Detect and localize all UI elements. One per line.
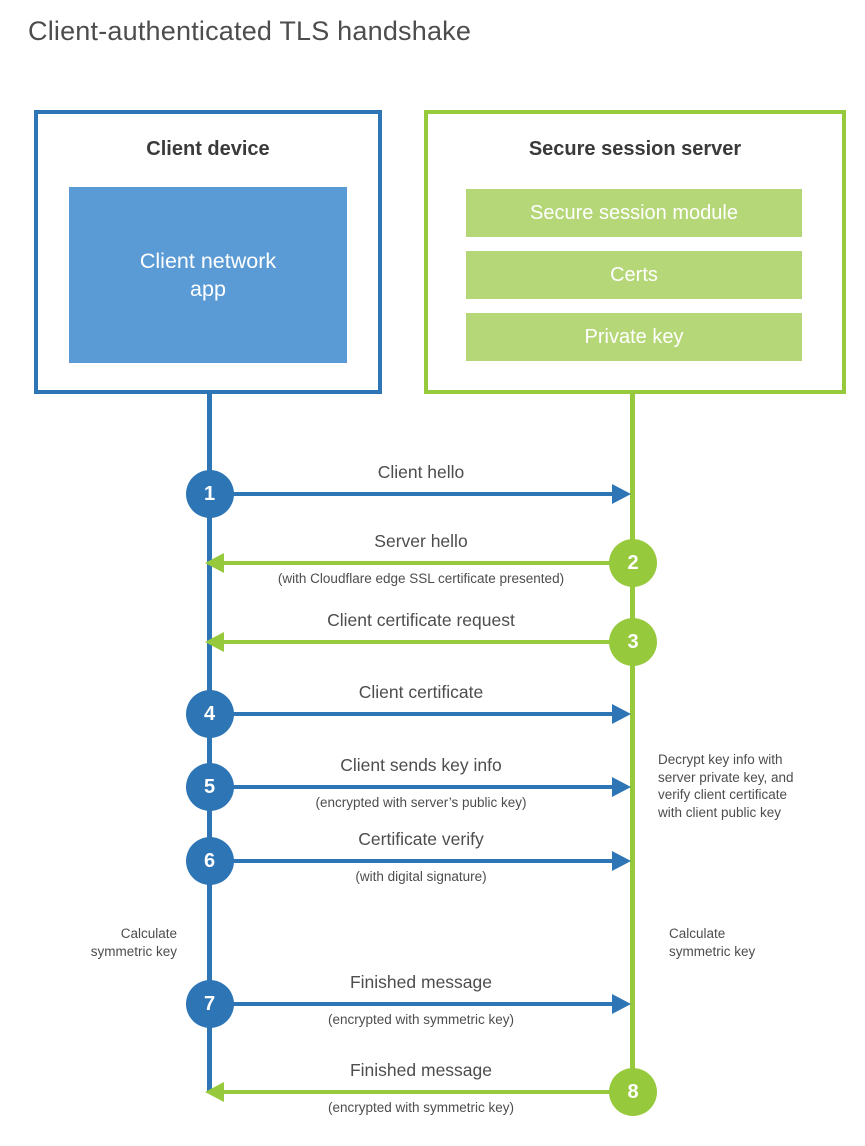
- message-label-4: Client certificate: [358, 682, 484, 702]
- message-label-1: Client hello: [377, 462, 465, 482]
- message-arrow-5: [209, 784, 612, 790]
- client-lifeline: [207, 392, 212, 1092]
- message-arrow-7: [209, 1001, 612, 1007]
- message-label-8: Finished message: [349, 1060, 493, 1080]
- server-lifeline: [630, 392, 635, 1094]
- message-arrowhead-2: [205, 553, 224, 573]
- message-arrowhead-5: [612, 777, 631, 797]
- server-module-bar: Secure session module: [466, 189, 802, 237]
- message-arrow-3: [224, 639, 633, 645]
- step-circle-7: 7: [185, 980, 234, 1028]
- message-label-7: Finished message: [349, 972, 493, 992]
- message-arrow-1: [209, 491, 612, 497]
- secure-session-server-box: Secure session server Secure session mod…: [424, 110, 846, 394]
- server-private-key-bar: Private key: [466, 313, 802, 361]
- step-circle-4: 4: [185, 690, 234, 738]
- message-label-5: Client sends key info: [340, 755, 502, 775]
- message-arrow-8: [224, 1089, 633, 1095]
- step-circle-5: 5: [185, 763, 234, 811]
- message-label-3: Client certificate request: [327, 610, 515, 630]
- page-title: Client-authenticated TLS handshake: [28, 16, 472, 46]
- secure-session-server-title: Secure session server: [528, 138, 742, 160]
- message-sublabel-5: (encrypted with server’s public key): [315, 795, 527, 810]
- message-arrowhead-7: [612, 994, 631, 1014]
- message-sublabel-7: (encrypted with symmetric key): [327, 1012, 515, 1027]
- message-arrowhead-1: [612, 484, 631, 504]
- message-arrowhead-8: [205, 1082, 224, 1102]
- step-circle-6: 6: [185, 837, 234, 885]
- client-device-title: Client device: [146, 138, 270, 160]
- message-sublabel-2: (with Cloudflare edge SSL certificate pr…: [277, 571, 565, 586]
- step-circle-2: 2: [609, 539, 657, 587]
- message-sublabel-8: (encrypted with symmetric key): [327, 1100, 515, 1115]
- message-arrowhead-4: [612, 704, 631, 724]
- step-circle-3: 3: [609, 618, 657, 666]
- message-arrowhead-6: [612, 851, 631, 871]
- message-arrow-6: [209, 858, 612, 864]
- message-label-6: Certificate verify: [358, 829, 484, 849]
- message-arrow-2: [224, 560, 633, 566]
- message-arrowhead-3: [205, 632, 224, 652]
- message-label-2: Server hello: [374, 531, 468, 551]
- server-certs-bar: Certs: [466, 251, 802, 299]
- step-circle-1: 1: [185, 470, 234, 518]
- message-sublabel-6: (with digital signature): [355, 869, 487, 884]
- step-circle-8: 8: [609, 1068, 657, 1116]
- message-arrow-4: [209, 711, 612, 717]
